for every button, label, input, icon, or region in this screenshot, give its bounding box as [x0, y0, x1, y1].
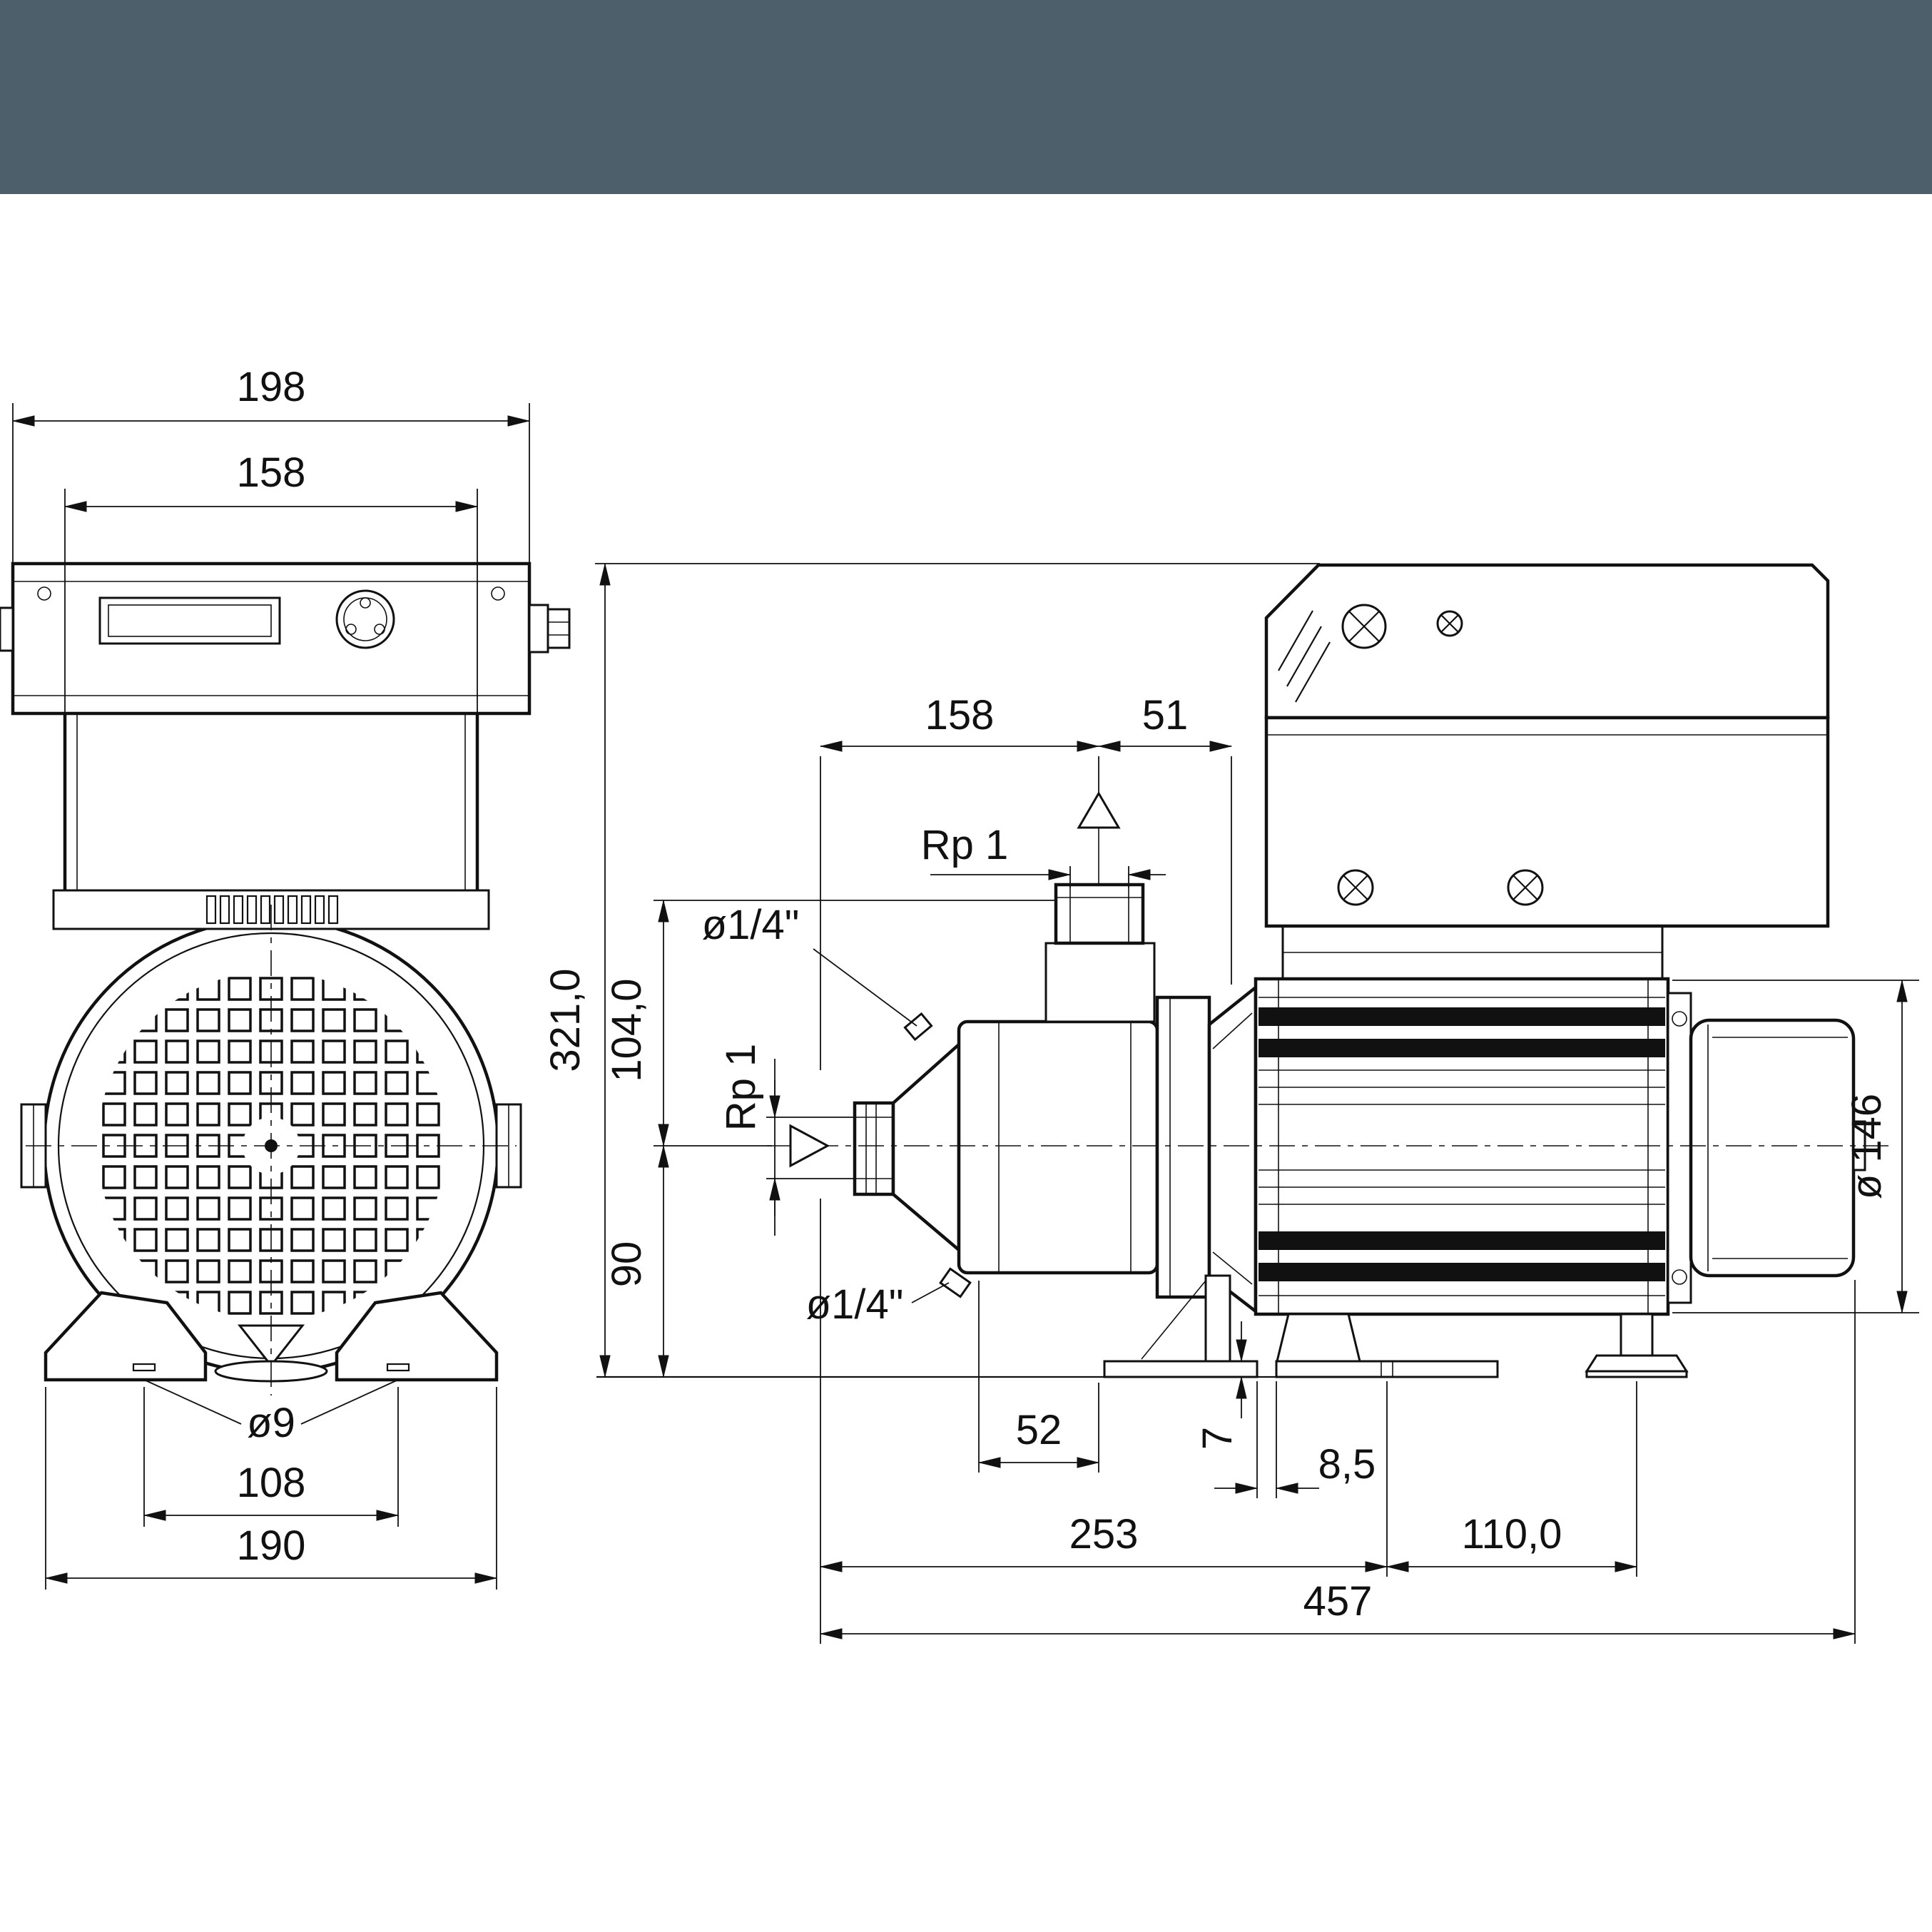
motor-fin-band: [1259, 1263, 1665, 1281]
motor-fin-band: [1259, 1007, 1665, 1026]
motor-foot-pad: [1275, 1360, 1499, 1378]
front-feet: [44, 1291, 499, 1383]
stage-casing: [957, 1020, 1159, 1275]
motor-fin-band: [1259, 1231, 1665, 1250]
front-dimensions-top: 198 158: [11, 364, 531, 713]
lantern: [1207, 984, 1258, 1315]
dim-label-width-outer: 198: [237, 364, 306, 410]
casing-flange: [1155, 995, 1211, 1299]
foot-hole-left: [132, 1363, 156, 1372]
front-view: 198 158 ø9 108 190: [0, 364, 571, 1590]
dim-label-length-rear: 110,0: [1462, 1511, 1562, 1557]
suction-cone: [891, 1040, 961, 1254]
flow-out-triangle-icon: [1077, 791, 1121, 829]
support-pad: [1103, 1360, 1259, 1378]
adjustable-foot-base: [1585, 1370, 1688, 1378]
dim-label-top-right: 51: [1142, 692, 1189, 738]
adjustable-foot-cone: [1585, 1354, 1689, 1373]
discharge-neck: [1044, 942, 1156, 1023]
dim-label-foot-offset: 52: [1016, 1407, 1062, 1453]
dim-label-discharge-port: Rp 1: [921, 822, 1009, 868]
front-dimensions-bottom: ø9 108 190: [44, 1379, 498, 1590]
vent-slots: [205, 895, 339, 925]
dim-label-foot-plate: 7: [1194, 1427, 1241, 1450]
motor-body: [1254, 977, 1670, 1316]
dim-label-vent-plug: ø1/4": [702, 902, 800, 948]
dim-label-length-front: 253: [1069, 1511, 1139, 1557]
dim-label-width-inner: 158: [237, 449, 306, 496]
motor-foot-riser: [1276, 1313, 1361, 1363]
end-shield: [1667, 992, 1692, 1304]
dim-label-foot-width: 190: [237, 1522, 306, 1569]
dim-label-motor-dia: ø 146: [1844, 1094, 1890, 1199]
control-box-front: [0, 561, 571, 930]
dim-label-drain-plug: ø1/4": [806, 1281, 904, 1328]
discharge-port: [1054, 883, 1145, 945]
foot-hole-right: [386, 1363, 410, 1372]
pump-housing: [853, 883, 1258, 1315]
round-connector: [335, 589, 395, 649]
dim-label-axis-height: 90: [604, 1241, 650, 1288]
dim-label-top-left: 158: [925, 692, 995, 738]
dim-label-hole-spacing: 108: [237, 1460, 306, 1506]
dim-label-foot-holes: ø9: [247, 1400, 295, 1446]
cable-gland-left: [0, 606, 14, 652]
dim-label-foot-gap: 8,5: [1318, 1441, 1376, 1488]
side-feet: [596, 1274, 1689, 1378]
fan-cover-side: [1689, 1018, 1856, 1278]
motor-fin-band: [1259, 1039, 1665, 1057]
motor: [1254, 925, 1866, 1316]
dim-label-height-discharge: 104,0: [604, 978, 650, 1082]
drain-plug: [939, 1267, 972, 1298]
adjustable-foot-stem: [1620, 1313, 1654, 1357]
header-band: [0, 0, 1932, 194]
cable-gland-right: [528, 604, 549, 654]
dim-label-height-total: 321,0: [542, 968, 589, 1072]
control-box-side: [1264, 563, 1830, 928]
support-plate: [1204, 1274, 1231, 1363]
dim-label-suction-port: Rp 1: [718, 1044, 764, 1132]
dim-label-length-total: 457: [1303, 1578, 1373, 1625]
vent-plug: [903, 1012, 933, 1042]
side-dimensions: 158 51 Rp 1 ø1/4" Rp 1 ø1/4": [542, 562, 1919, 1644]
flow-in-triangle-icon: [789, 1124, 830, 1168]
side-view: 158 51 Rp 1 ø1/4" Rp 1 ø1/4": [542, 562, 1919, 1644]
